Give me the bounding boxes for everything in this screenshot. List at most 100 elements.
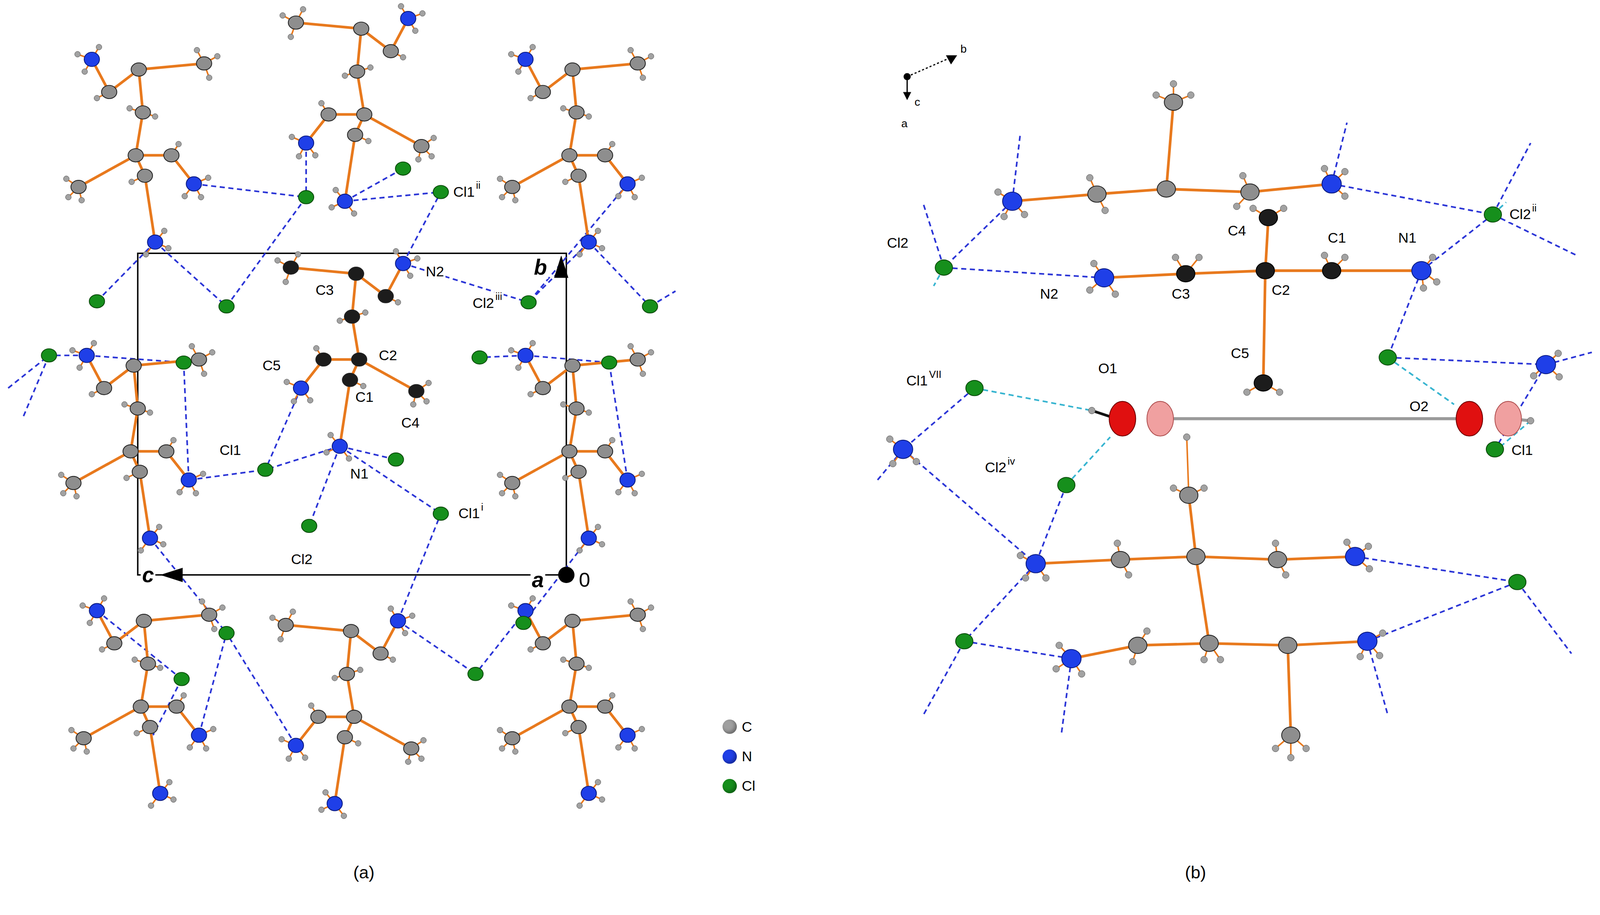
chloride-ion	[467, 666, 483, 681]
axis-label: a	[530, 568, 545, 591]
chloride-ion	[173, 672, 190, 686]
hydrogen-atom	[1555, 373, 1563, 381]
legend-item: Cl	[722, 778, 756, 794]
atom-label: Cl1	[905, 373, 930, 389]
unit-cell	[137, 253, 567, 575]
nitrogen-atom	[1411, 261, 1432, 280]
chloride-ion	[601, 355, 617, 370]
hydrogen-atom	[1239, 172, 1247, 179]
hydrogen-atom	[889, 460, 897, 467]
hydrogen-atom	[1016, 552, 1024, 559]
carbon-atom	[1200, 634, 1219, 652]
hydrogen-bond	[933, 202, 1531, 485]
hydrogen-atom	[1249, 205, 1257, 212]
atom-label: C2	[1270, 282, 1291, 298]
carbon-atom	[1268, 551, 1287, 568]
hydrogen-atom	[1170, 80, 1177, 88]
axis-marker	[558, 566, 575, 583]
atom-label: Cl1	[452, 184, 477, 200]
axis-marker	[554, 255, 569, 278]
nitrogen-atom	[1094, 268, 1114, 288]
oxygen-atom	[1456, 401, 1483, 436]
hydrogen-atom	[1433, 278, 1440, 286]
oxygen-atom	[1109, 401, 1136, 436]
panel-b	[877, 55, 1592, 761]
chloride-ion	[1486, 441, 1504, 457]
hydrogen-atom	[912, 458, 920, 465]
atom-label: O2	[1408, 398, 1430, 414]
hydrogen-atom	[1429, 253, 1437, 261]
axis-marker	[903, 91, 912, 100]
legend-text: Cl	[741, 778, 756, 794]
chloride-ion	[218, 299, 235, 314]
panel-a	[8, 3, 676, 819]
axis-label: a	[900, 117, 910, 130]
chloride-ion	[515, 616, 531, 630]
hydrogen-atom	[1365, 565, 1373, 572]
hydrogen-atom	[886, 435, 894, 443]
axis-label: c	[913, 96, 922, 108]
atom-label: N1	[349, 466, 370, 482]
panel-label: (a)	[352, 863, 376, 882]
carbon-atom	[1259, 209, 1278, 226]
nitrogen-atom	[1026, 554, 1046, 573]
hydrogen-atom	[1321, 165, 1328, 172]
hydrogen-atom	[1200, 484, 1208, 492]
symmetry-code: ii	[1530, 202, 1539, 214]
carbon-atom	[1087, 185, 1107, 203]
legend-swatch	[722, 778, 737, 793]
hydrogen-atom	[1200, 656, 1208, 663]
atom-label: O1	[1096, 360, 1119, 376]
atom-label: N2	[424, 264, 446, 280]
atom-label: Cl1	[1510, 442, 1535, 458]
carbon-atom	[1240, 184, 1260, 201]
chloride-ion	[1057, 477, 1075, 493]
oxygen-disorder	[1146, 401, 1174, 436]
hydrogen-atom	[1183, 433, 1190, 441]
chloride-ion	[1484, 206, 1502, 222]
hydrogen-atom	[1321, 251, 1328, 259]
carbon-atom	[1176, 265, 1195, 282]
panel-label: (b)	[1183, 863, 1208, 882]
hydrogen-atom	[994, 188, 1002, 196]
chloride-ion	[1378, 349, 1397, 365]
hydrogen-atom	[1280, 205, 1288, 212]
structure-part	[63, 44, 221, 258]
hydrogen-atom	[1088, 407, 1096, 414]
structure-part	[280, 3, 437, 217]
atom-label: C5	[1229, 345, 1251, 361]
hydrogen-atom	[1527, 417, 1534, 424]
nitrogen-atom	[1536, 355, 1556, 374]
hydrogen-atom	[1530, 372, 1537, 379]
structure-part	[68, 595, 226, 809]
atom-label: Cl1	[218, 442, 243, 458]
hydrogen-atom	[1090, 260, 1098, 267]
legend-swatch	[722, 749, 737, 764]
hydrogen-atom	[1343, 538, 1351, 546]
atom-label: C3	[1170, 286, 1192, 302]
atom-label: Cl1	[457, 505, 482, 521]
atom-label: C1	[1326, 230, 1348, 246]
hydrogen-atom	[1086, 286, 1094, 294]
hydrogen-atom	[1379, 629, 1387, 637]
atom-label: C5	[261, 357, 282, 374]
structure-part	[269, 605, 427, 819]
hydrogen-atom	[1365, 542, 1372, 550]
symmetry-code: VII	[928, 368, 944, 380]
chloride-ion	[176, 355, 192, 370]
hydrogen-atom	[1341, 168, 1349, 175]
carbon-atom	[1128, 637, 1147, 654]
carbon-atom	[1278, 637, 1298, 654]
carbon-atom	[1164, 93, 1183, 111]
hydrogen-atom	[1114, 539, 1121, 547]
hydrogen-atom	[1000, 213, 1008, 220]
hydrogen-atom	[1341, 253, 1349, 261]
chloride-ion	[257, 462, 273, 477]
atom-label: Cl2	[1508, 206, 1533, 222]
structure-part	[497, 595, 654, 809]
chloride-ion	[89, 294, 105, 308]
atom-label: C4	[400, 415, 421, 431]
legend-text: N	[741, 748, 752, 764]
hydrogen-atom	[1042, 574, 1050, 582]
